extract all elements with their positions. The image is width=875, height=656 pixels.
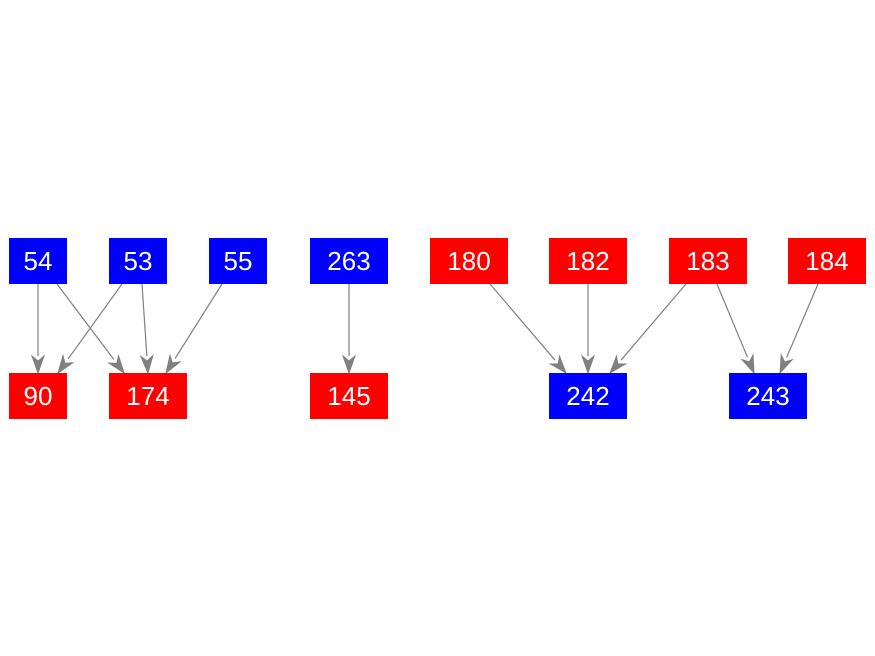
edge-line <box>620 283 687 361</box>
edge-line <box>56 283 115 360</box>
node-box <box>109 373 187 419</box>
arrowhead-icon <box>779 353 794 375</box>
node-183: 183 <box>669 238 747 284</box>
edge-180-242 <box>489 283 567 375</box>
edge-183-242 <box>609 283 687 375</box>
node-label: 263 <box>327 246 370 276</box>
node-box <box>729 373 807 419</box>
node-label: 54 <box>24 246 53 276</box>
nodes-layer: 54 53 55 263 180 182 183 184 90 174 145 242 243 <box>9 238 866 419</box>
arrowhead-icon <box>139 354 154 375</box>
node-box <box>788 238 866 284</box>
node-55: 55 <box>209 238 267 284</box>
node-184: 184 <box>788 238 866 284</box>
node-box <box>310 238 388 284</box>
node-54: 54 <box>9 238 67 284</box>
node-box <box>9 238 67 284</box>
edge-line <box>489 283 556 361</box>
arrowhead-icon <box>57 353 75 375</box>
edge-54-174 <box>56 283 125 375</box>
node-label: 180 <box>447 246 490 276</box>
node-label: 90 <box>24 381 53 411</box>
node-90: 90 <box>9 373 67 419</box>
arrowhead-icon <box>609 354 628 375</box>
node-box <box>209 238 267 284</box>
edge-263-145 <box>341 284 357 375</box>
edge-line <box>67 283 123 360</box>
arrowhead-icon <box>548 354 567 375</box>
edge-182-242 <box>580 284 596 375</box>
node-label: 53 <box>124 246 153 276</box>
node-label: 55 <box>224 246 253 276</box>
edge-line <box>716 283 749 358</box>
node-label: 183 <box>686 246 729 276</box>
node-box <box>669 238 747 284</box>
node-box <box>549 238 627 284</box>
node-242: 242 <box>549 373 627 419</box>
edge-183-243 <box>716 283 755 375</box>
node-label: 182 <box>566 246 609 276</box>
arrowhead-icon <box>30 354 46 375</box>
node-label: 243 <box>746 381 789 411</box>
arrowhead-icon <box>740 353 755 375</box>
edge-line <box>174 283 223 359</box>
node-174: 174 <box>109 373 187 419</box>
node-53: 53 <box>109 238 167 284</box>
edge-54-90 <box>30 284 46 375</box>
node-box <box>310 373 388 419</box>
edge-53-174 <box>139 283 154 375</box>
arrowhead-icon <box>580 354 596 375</box>
edge-55-174 <box>165 283 223 375</box>
edges-layer <box>30 283 819 375</box>
node-263: 263 <box>310 238 388 284</box>
edge-184-243 <box>779 283 819 375</box>
node-label: 242 <box>566 381 609 411</box>
node-180: 180 <box>430 238 508 284</box>
edge-line <box>786 283 819 358</box>
arrowhead-icon <box>107 353 125 375</box>
edge-53-90 <box>57 283 123 375</box>
edge-line <box>141 283 148 357</box>
node-label: 145 <box>327 381 370 411</box>
node-box <box>430 238 508 284</box>
node-145: 145 <box>310 373 388 419</box>
node-box <box>549 373 627 419</box>
arrowhead-icon <box>165 353 182 375</box>
node-box <box>109 238 167 284</box>
node-label: 184 <box>805 246 848 276</box>
node-box <box>9 373 67 419</box>
node-243: 243 <box>729 373 807 419</box>
node-label: 174 <box>126 381 169 411</box>
arrowhead-icon <box>341 354 357 375</box>
node-182: 182 <box>549 238 627 284</box>
